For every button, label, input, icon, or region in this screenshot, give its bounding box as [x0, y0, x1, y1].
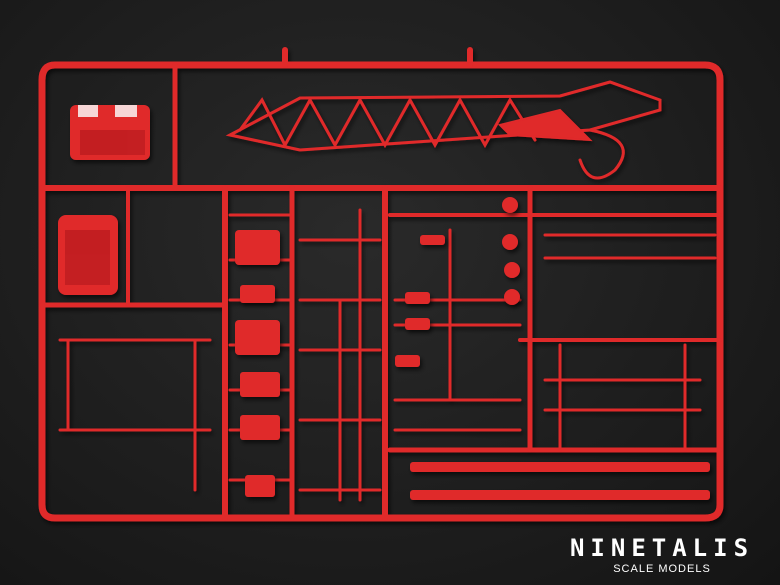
watermark-tagline: SCALE MODELS [613, 563, 711, 575]
watermark-brand: NINETALIS [569, 534, 755, 562]
watermark: NINETALIS SCALE MODELS [562, 535, 762, 575]
sprue-outer-frame [38, 61, 724, 522]
